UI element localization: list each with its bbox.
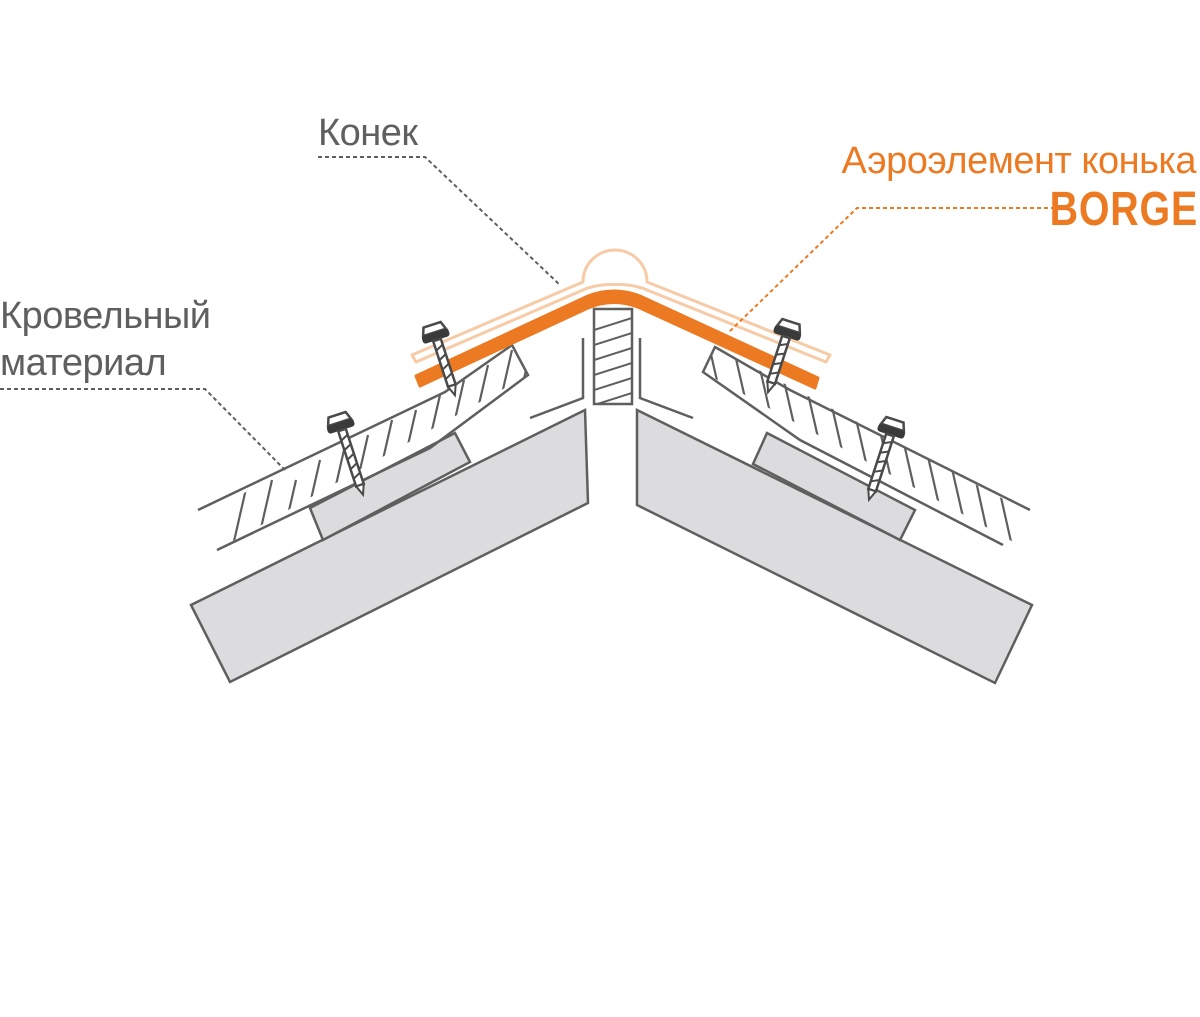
ridge-beam	[592, 307, 634, 406]
leader-aero-element	[727, 207, 1062, 334]
right-rafter-board	[635, 407, 1034, 685]
right-counter-batten	[751, 431, 917, 542]
left-rafter-board	[189, 408, 590, 684]
screw-upper-left	[421, 320, 458, 398]
screw-lower-left	[326, 410, 366, 498]
ridge-aero-element	[414, 289, 820, 390]
screw-lower-right	[866, 415, 906, 503]
leader-ridge	[318, 156, 561, 286]
ridge-label: Конек	[318, 112, 418, 154]
rafter-top-outlines	[529, 338, 694, 420]
leader-roof-material	[0, 388, 286, 471]
roof-material-label-line1: Кровельный	[0, 295, 211, 337]
screw-upper-right	[765, 317, 802, 395]
roof-material-label-line2: материал	[0, 342, 167, 384]
aero-element-label: Аэроэлемент конька	[841, 140, 1197, 182]
brand-logo-text: BORGE	[1049, 183, 1198, 236]
ridge-cap	[410, 248, 832, 364]
